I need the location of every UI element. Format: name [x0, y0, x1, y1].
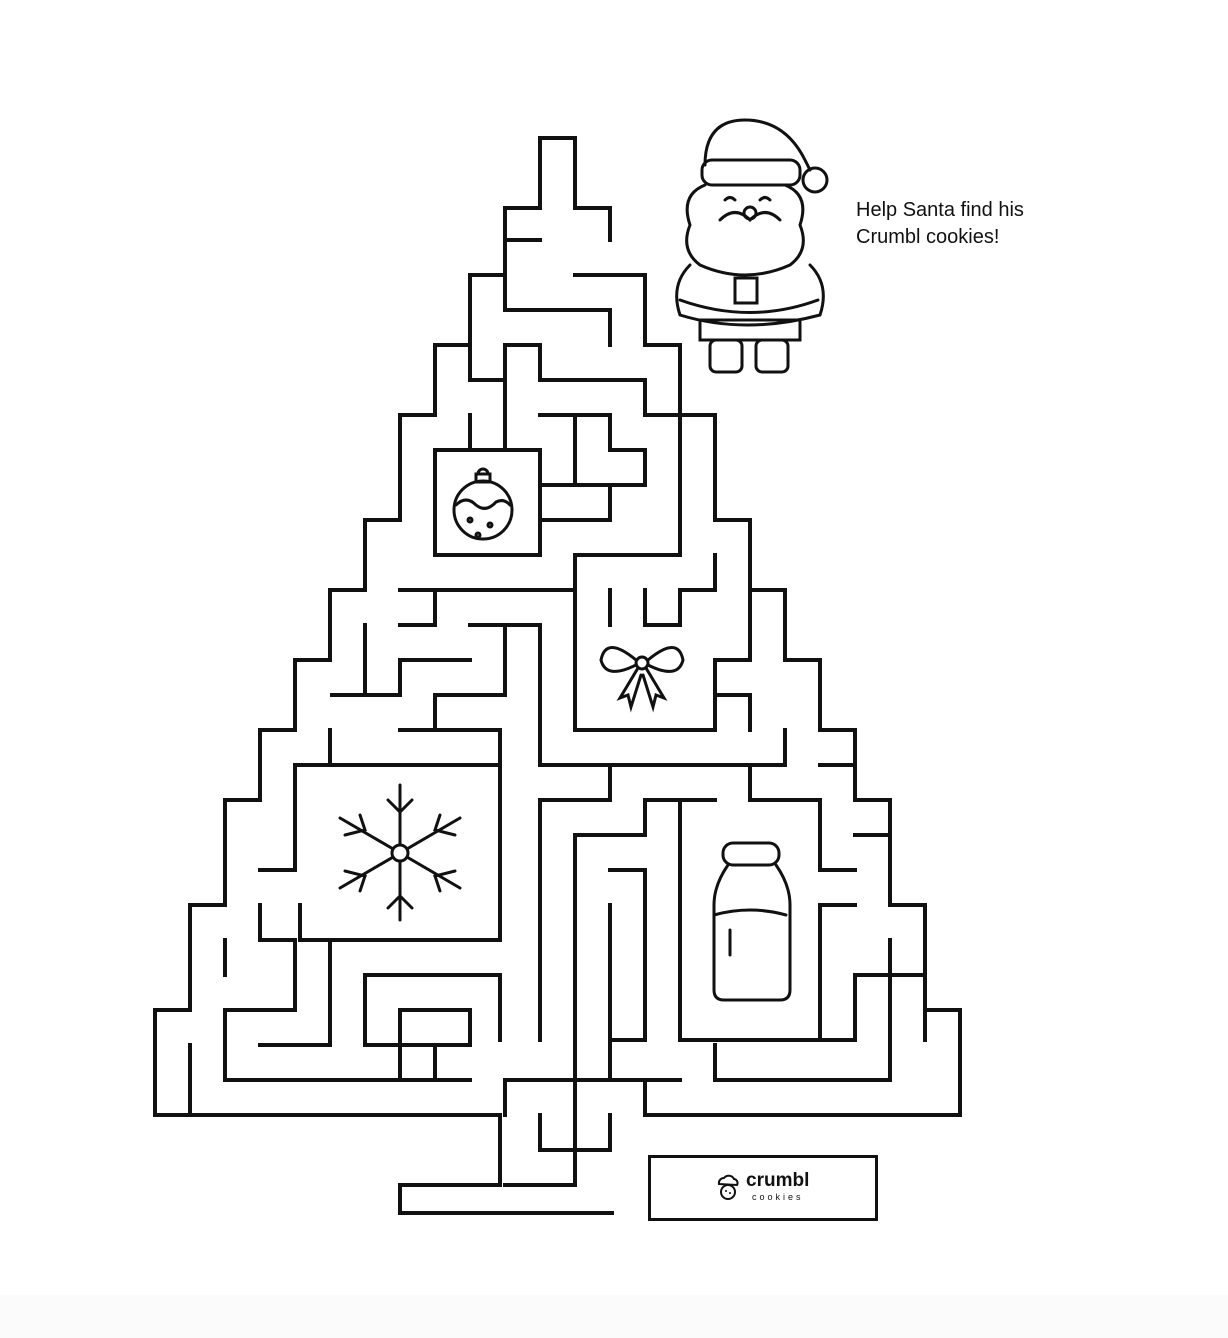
logo-brand: crumbl: [746, 1170, 810, 1191]
maze-wall: [573, 378, 682, 592]
maze-wall: [538, 308, 612, 347]
maze-wall: [258, 938, 332, 1047]
maze-wall: [573, 1078, 647, 1117]
maze-wall: [713, 693, 752, 732]
milk-bottle-icon: [712, 841, 792, 1002]
maze-wall: [818, 973, 927, 1042]
maze-milk-room: [678, 798, 857, 1042]
maze-wall: [398, 588, 437, 627]
snowflake-icon: [338, 783, 462, 922]
maze-wall: [643, 588, 717, 627]
maze-wall: [468, 308, 647, 382]
maze-wall: [468, 623, 612, 1042]
maze-wall: [503, 238, 542, 312]
maze-wall: [573, 413, 647, 487]
bottom-strip: [0, 1295, 1228, 1338]
maze-outline-top: [538, 136, 612, 242]
maze-bow-room: [573, 588, 752, 732]
logo-sub: cookies: [752, 1192, 804, 1202]
logo-box: [648, 1155, 878, 1221]
instructions-line-1: Help Santa find his: [856, 199, 1024, 221]
maze-snowflake-room: [298, 763, 502, 942]
maze-wall: [363, 973, 502, 1042]
maze-wall: [398, 728, 502, 767]
maze-wall: [330, 623, 472, 697]
santa-icon: [675, 118, 829, 374]
chef-cookie-logo-icon: [717, 1174, 739, 1200]
ornament-icon: [452, 467, 514, 541]
maze-wall: [398, 623, 507, 732]
instructions-line-2: Crumbl cookies!: [856, 226, 1000, 248]
instructions-text: Help Santa find his Crumbl cookies!: [856, 197, 1024, 251]
maze-wall: [538, 413, 612, 522]
maze-wall: [258, 728, 332, 872]
maze-wall: [748, 763, 857, 872]
maze-wall: [223, 903, 472, 1082]
maze-outline-left: [153, 206, 614, 1215]
maze-wall: [363, 973, 472, 1082]
maze-wall: [713, 938, 892, 1082]
maze-trunk: [503, 1113, 577, 1187]
maze-wall: [538, 728, 787, 767]
maze-outline-right: [643, 273, 962, 1117]
maze-trunk: [573, 1113, 612, 1152]
maze-wall: [503, 798, 717, 1082]
maze-wall: [608, 868, 647, 1042]
bow-icon: [599, 646, 685, 713]
